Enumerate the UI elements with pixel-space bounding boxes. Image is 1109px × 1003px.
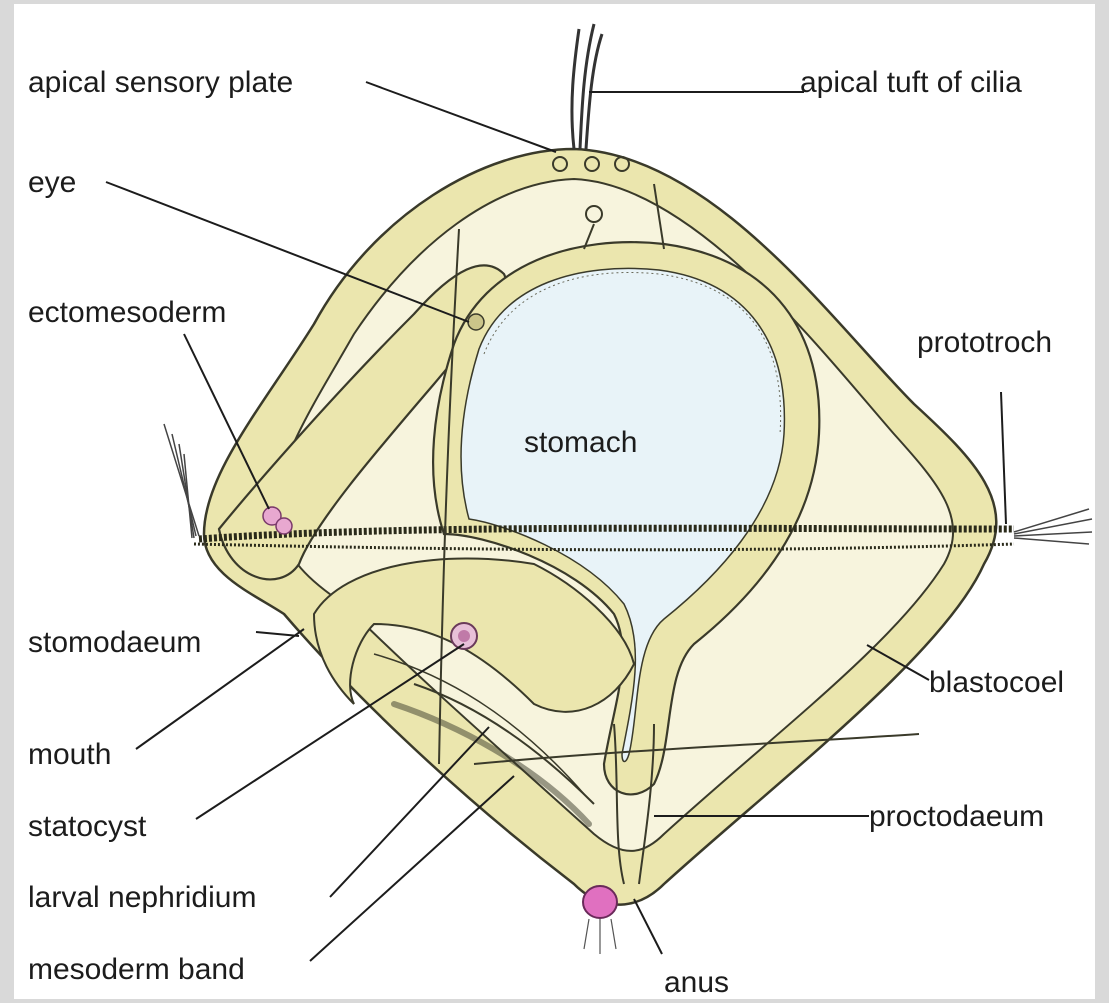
label-anus: anus (664, 966, 729, 999)
label-stomach: stomach (524, 426, 637, 459)
label-mouth: mouth (28, 738, 111, 771)
label-ectomesoderm: ectomesoderm (28, 296, 226, 329)
label-prototroch: prototroch (917, 326, 1052, 359)
apical-ganglion (586, 206, 602, 222)
trochophore-larva-diagram: apical sensory plate apical tuft of cili… (14, 4, 1109, 1003)
anal-vesicle (583, 886, 617, 954)
right-cilia-tuft (1014, 509, 1092, 544)
label-proctodaeum: proctodaeum (869, 800, 1044, 833)
label-apical-tuft: apical tuft of cilia (800, 66, 1022, 99)
label-stomodaeum: stomodaeum (28, 626, 201, 659)
label-blastocoel: blastocoel (929, 666, 1064, 699)
apical-cilia (572, 24, 602, 149)
diagram-frame: apical sensory plate apical tuft of cili… (14, 4, 1095, 999)
label-eye: eye (28, 166, 76, 199)
eye-spot (468, 314, 484, 330)
label-larval-nephridium: larval nephridium (28, 881, 256, 914)
label-statocyst: statocyst (28, 810, 147, 843)
label-mesoderm-band: mesoderm band (28, 953, 245, 986)
label-apical-sensory-plate: apical sensory plate (28, 66, 293, 99)
left-cilia-tuft (164, 424, 199, 538)
